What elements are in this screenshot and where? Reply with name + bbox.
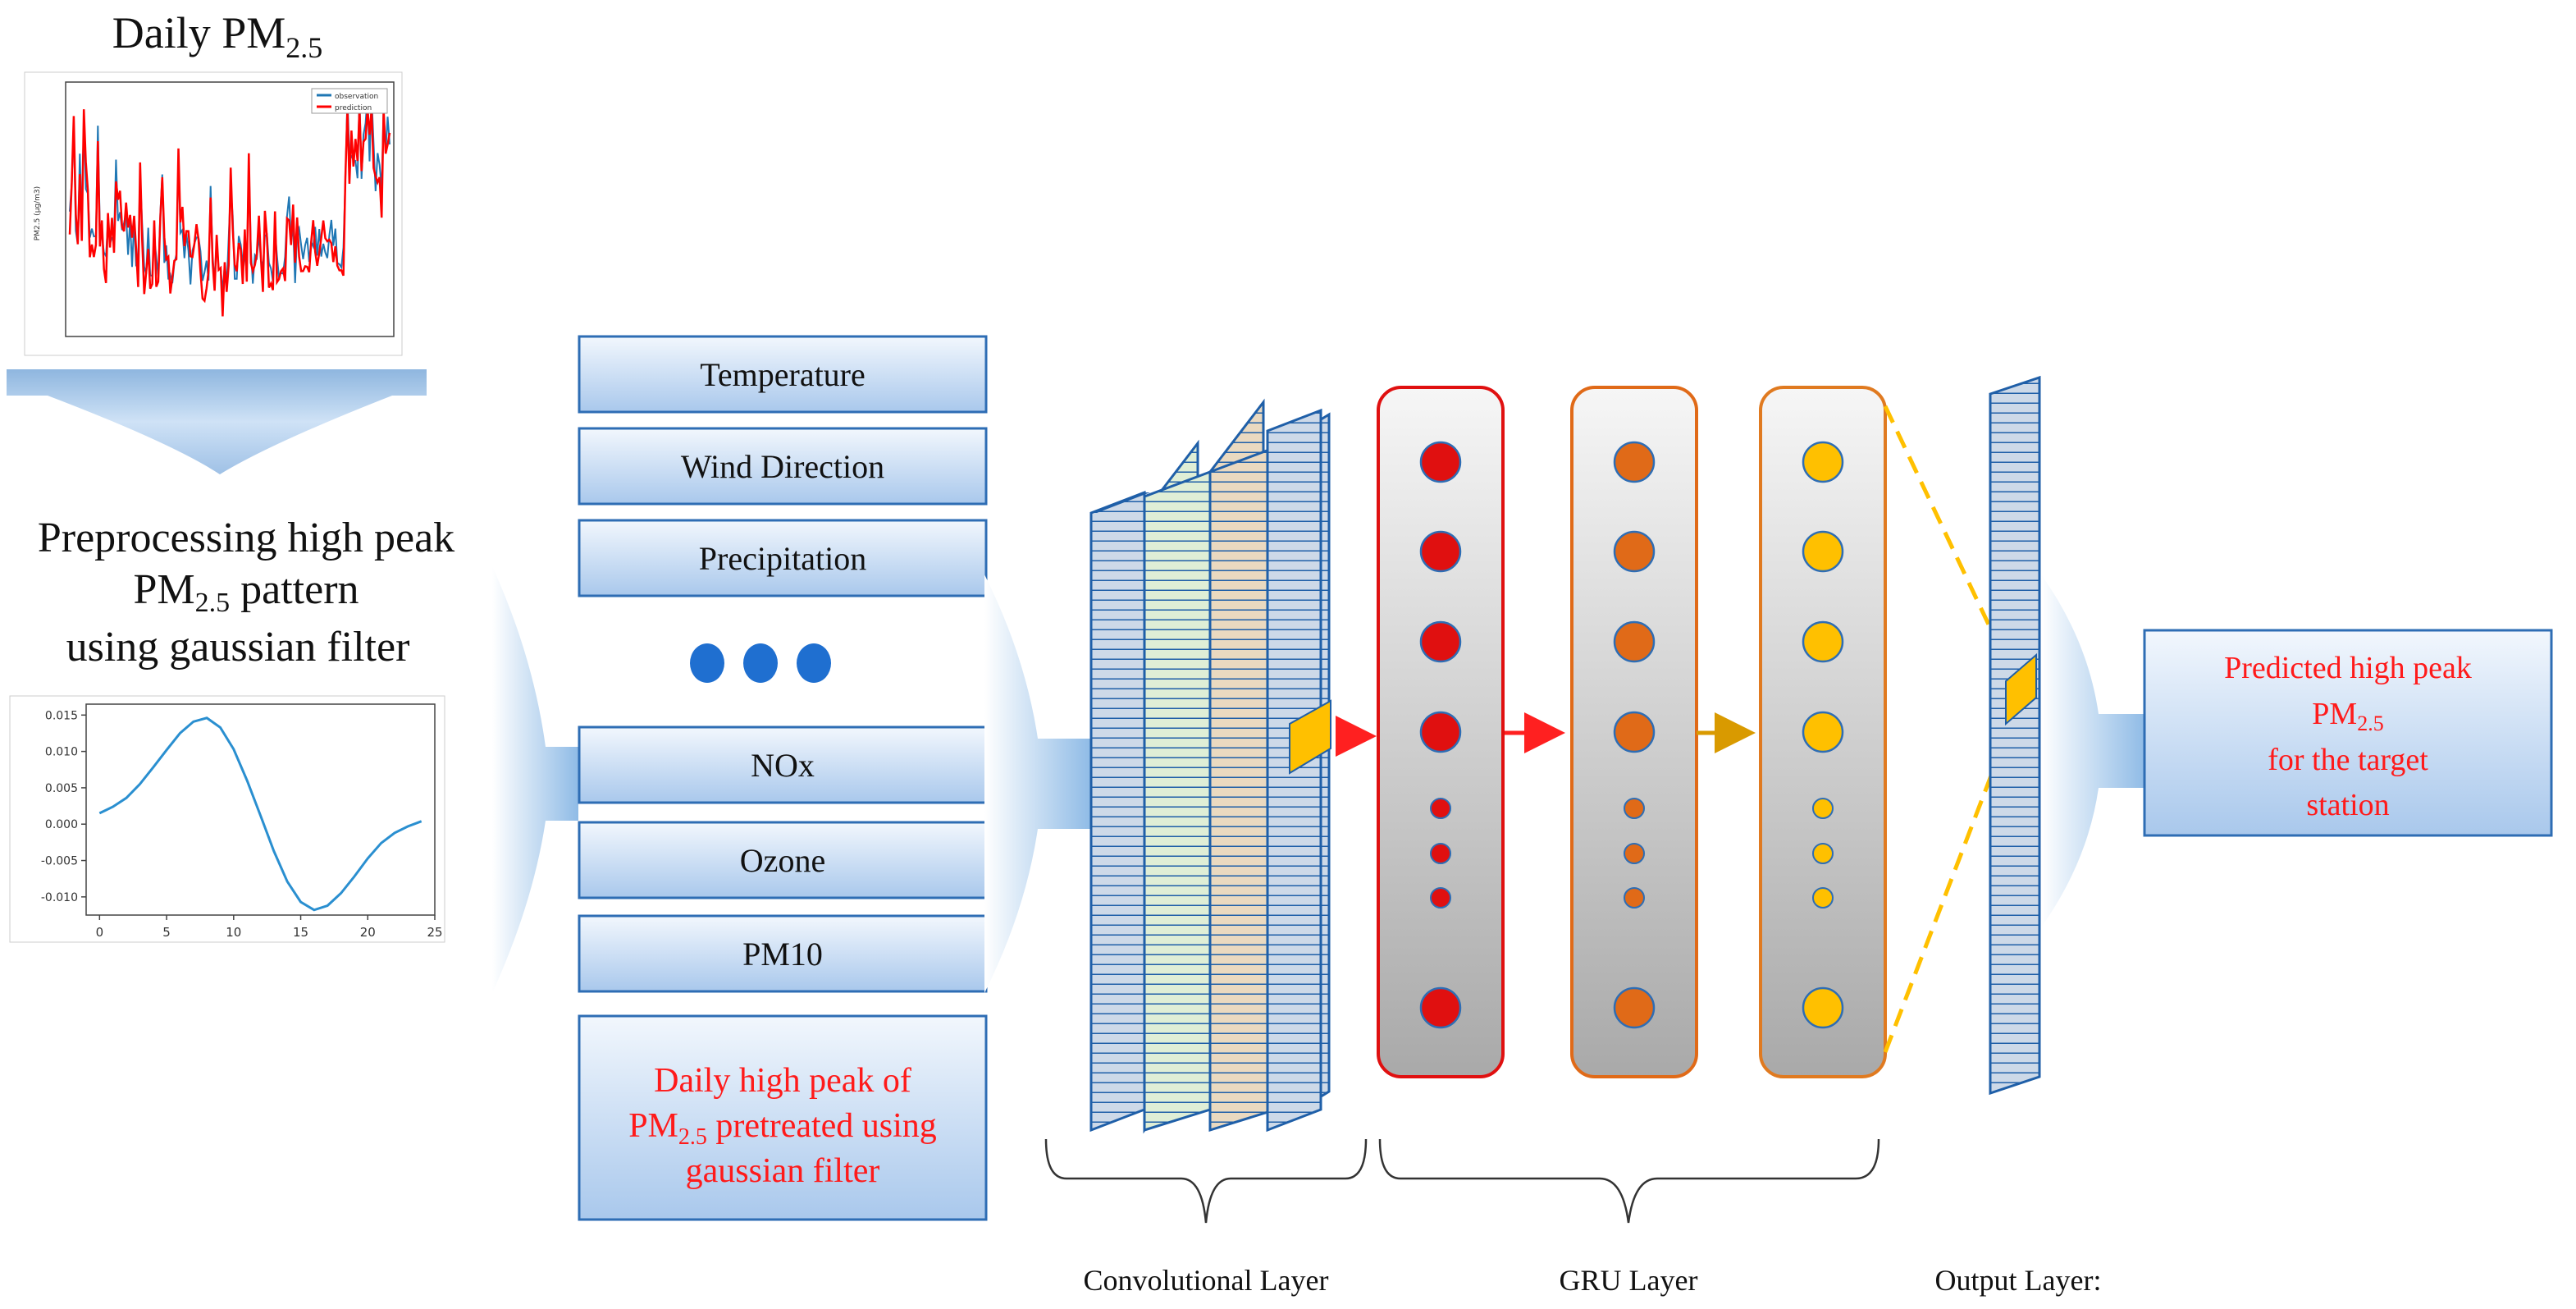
pretreated-input-box: Daily high peak of PM2.5 pretreated usin…	[578, 1014, 988, 1221]
gru-column-3	[1759, 386, 1887, 1078]
gru-node	[1802, 620, 1844, 663]
funnel-arrow-3	[2041, 574, 2145, 927]
gru-column-2	[1570, 386, 1698, 1078]
gru-node-small	[1812, 798, 1834, 819]
input-box-temperature: Temperature	[578, 335, 988, 414]
input-box-pm10: PM10	[578, 914, 988, 993]
gauss-ytick-label: 0.015	[45, 709, 78, 722]
input-box-label: PM10	[742, 936, 823, 973]
svg-text:using gaussian filter: using gaussian filter	[66, 624, 410, 671]
gru-node	[1613, 986, 1656, 1029]
gru-column-1	[1377, 386, 1505, 1078]
svg-text:Preprocessing high peak: Preprocessing high peak	[38, 515, 454, 561]
gru-node	[1419, 711, 1462, 753]
input-box-wind-direction: Wind Direction	[578, 427, 988, 506]
svg-text:PM2.5 pretreated using: PM2.5 pretreated using	[628, 1107, 937, 1150]
gru-node-small	[1812, 887, 1834, 909]
gru-node	[1802, 986, 1844, 1029]
gru-node-small	[1430, 887, 1451, 909]
convolutional-layer-stack	[1089, 398, 1331, 1134]
input-box-label: NOx	[751, 747, 815, 784]
thumb-prediction-line	[68, 109, 391, 317]
gru-node	[1613, 441, 1656, 483]
gauss-xtick-label: 15	[293, 925, 308, 940]
gauss-ytick-label: -0.010	[41, 891, 78, 904]
gru-node-small	[1624, 798, 1645, 819]
gru-node-small	[1624, 887, 1645, 909]
gauss-ytick-label: 0.010	[45, 746, 78, 759]
layer-braces	[1044, 1138, 1880, 1224]
conv-layer-label: Convolutional Layer	[1084, 1264, 1329, 1297]
gru-node-small	[1624, 843, 1645, 864]
gru-node	[1613, 711, 1656, 753]
preprocessing-caption: Preprocessing high peak PM2.5 pattern us…	[38, 515, 454, 671]
gru-node	[1613, 620, 1656, 663]
gauss-xtick-label: 10	[226, 925, 241, 940]
thumb-legend-prediction: prediction	[335, 104, 372, 112]
gru-layer	[1377, 386, 1887, 1078]
svg-text:PM2.5: PM2.5	[2312, 697, 2383, 735]
gru-node	[1419, 986, 1462, 1029]
svg-text:station: station	[2306, 788, 2389, 822]
down-arrow	[7, 369, 427, 474]
daily-pm25-title: Daily PM2.5	[112, 8, 323, 64]
gaussian-curve	[98, 716, 422, 912]
prediction-output-box: Predicted high peak PM2.5 for the target…	[2143, 629, 2553, 837]
ellipsis-dots	[690, 643, 831, 683]
gauss-xtick-label: 25	[427, 925, 442, 940]
gru-node	[1613, 530, 1656, 573]
output-layer-plate	[1989, 375, 2041, 1096]
gru-node	[1419, 530, 1462, 573]
gauss-ytick-label: 0.000	[45, 818, 78, 831]
input-box-label: Temperature	[700, 356, 866, 393]
dashed-connector-top	[1883, 405, 2014, 675]
input-box-label: Precipitation	[699, 540, 866, 577]
gaussian-filter-chart: 0 5 10 15 20 25 0.015 0.010 0.005 0.000 -0.005 -0.0…	[9, 695, 445, 943]
gru-node-small	[1430, 843, 1451, 864]
gru-layer-label: GRU Layer	[1560, 1264, 1698, 1297]
funnel-arrow-1	[492, 566, 578, 993]
gauss-xtick-label: 20	[360, 925, 376, 940]
gru-node	[1802, 441, 1844, 483]
gauss-ytick-label: 0.005	[45, 782, 78, 795]
gru-node	[1802, 711, 1844, 753]
svg-text:PM2.5 pattern: PM2.5 pattern	[133, 566, 359, 618]
daily-pm25-thumbnail-chart: observation prediction PM2.5 (µg/m3)	[24, 71, 403, 356]
svg-text:Daily high peak of: Daily high peak of	[654, 1062, 911, 1100]
thumb-ylabel: PM2.5 (µg/m3)	[34, 186, 42, 240]
gauss-ytick-label: -0.005	[41, 855, 78, 868]
input-box-ozone: Ozone	[578, 821, 988, 899]
input-box-nox: NOx	[578, 725, 988, 804]
gru-node	[1419, 620, 1462, 663]
thumb-legend-observation: observation	[335, 93, 378, 101]
funnel-arrow-2	[984, 574, 1091, 993]
input-box-precipitation: Precipitation	[578, 519, 988, 597]
svg-text:Predicted high peak: Predicted high peak	[2224, 651, 2472, 685]
gru-node	[1802, 530, 1844, 573]
input-box-label: Wind Direction	[681, 448, 884, 485]
gru-node-small	[1812, 843, 1834, 864]
svg-text:gaussian filter: gaussian filter	[686, 1152, 880, 1190]
gru-node-small	[1430, 798, 1451, 819]
output-layer-label: Output Layer:	[1935, 1264, 2102, 1297]
input-box-label: Ozone	[740, 842, 825, 879]
gauss-xtick-label: 5	[162, 925, 171, 940]
gauss-xtick-label: 0	[96, 925, 104, 940]
svg-text:for the target: for the target	[2268, 743, 2428, 777]
gru-node	[1419, 441, 1462, 483]
